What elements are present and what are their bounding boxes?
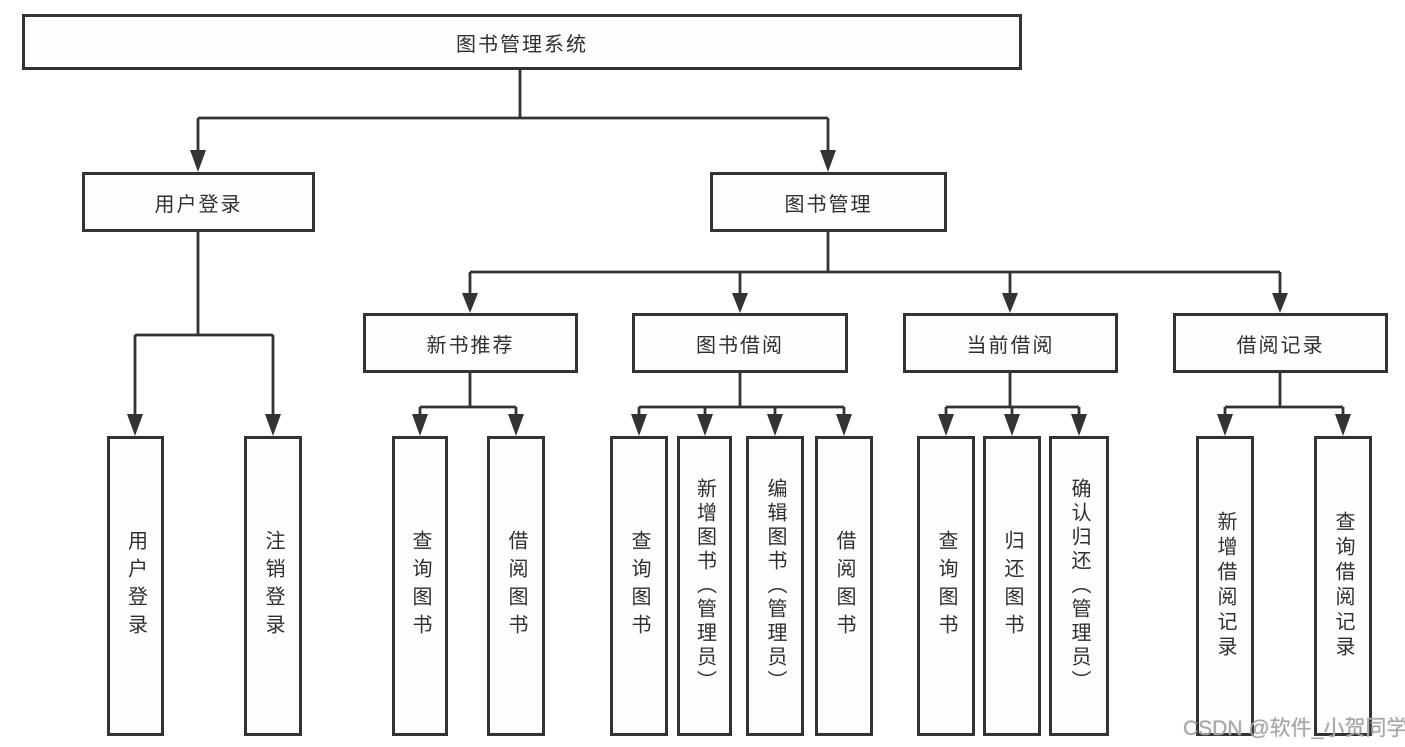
node-library-management-system: 图书管理系统 xyxy=(22,14,1022,70)
node-leaf-logout: 注销登录 xyxy=(244,436,302,736)
node-leaf-confirm-return-admin: 确认归还（管理员） xyxy=(1049,436,1109,736)
node-leaf-query-books-borrowing: 查询图书 xyxy=(610,436,668,736)
node-book-management: 图书管理 xyxy=(710,172,947,232)
node-borrowing-records: 借阅记录 xyxy=(1173,313,1388,373)
node-leaf-add-borrow-record: 新增借阅记录 xyxy=(1196,436,1254,736)
node-new-book-recommendation: 新书推荐 xyxy=(363,313,578,373)
csdn-watermark: CSDN @软件_小贺同学 xyxy=(1183,717,1405,740)
node-leaf-user-login: 用户登录 xyxy=(107,436,164,736)
node-user-login: 用户登录 xyxy=(82,172,315,232)
node-leaf-borrow-books-borrowing: 借阅图书 xyxy=(815,436,873,736)
node-leaf-query-borrow-record: 查询借阅记录 xyxy=(1314,436,1372,736)
node-leaf-return-books: 归还图书 xyxy=(983,436,1041,736)
node-leaf-query-books-recommend: 查询图书 xyxy=(392,436,448,736)
node-current-borrowing: 当前借阅 xyxy=(903,313,1118,373)
node-book-borrowing: 图书借阅 xyxy=(632,313,848,373)
node-leaf-borrow-books-recommend: 借阅图书 xyxy=(487,436,545,736)
node-leaf-add-books-admin: 新增图书（管理员） xyxy=(677,436,732,736)
node-leaf-query-books-current: 查询图书 xyxy=(917,436,975,736)
node-leaf-edit-books-admin: 编辑图书（管理员） xyxy=(746,436,804,736)
